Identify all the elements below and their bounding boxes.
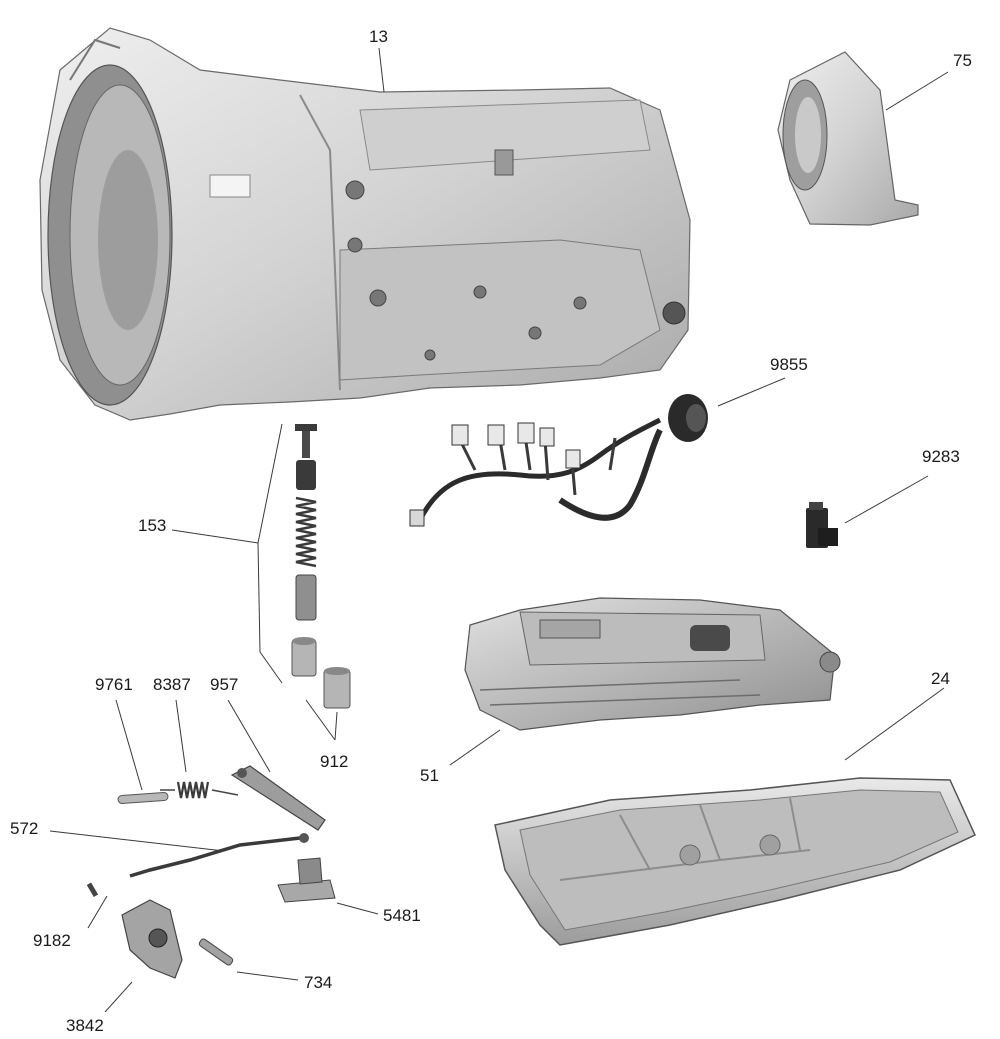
sleeves-912: [291, 637, 351, 709]
valve-spring-assembly: [295, 424, 317, 621]
callout-153: 153: [138, 516, 166, 535]
leader-lines: [49, 47, 949, 1013]
transmission-case: [39, 27, 691, 421]
callout-13: 13: [369, 27, 388, 46]
detent-plate-3842: [121, 899, 183, 979]
pin-9182: [86, 882, 99, 898]
valve-body: [464, 597, 841, 731]
spring-8387: [160, 781, 239, 799]
callout-9182: 9182: [33, 931, 71, 950]
callout-9283: 9283: [922, 447, 960, 466]
callout-9855: 9855: [770, 355, 808, 374]
callout-51: 51: [420, 766, 439, 785]
sensor-9283: [806, 502, 838, 548]
callout-8387: 8387: [153, 675, 191, 694]
callout-9761: 9761: [95, 675, 133, 694]
pin-9761: [117, 792, 169, 804]
callout-75: 75: [953, 51, 972, 70]
extension-housing: [777, 51, 919, 226]
lever-957: [230, 765, 326, 831]
wiring-harness: [409, 394, 708, 527]
callout-957: 957: [210, 675, 238, 694]
callout-labels: 13 75 9855 9283 153 24 9761 8387 957 912…: [10, 27, 972, 1035]
callout-912: 912: [320, 752, 348, 771]
pin-734: [198, 938, 234, 966]
callout-572: 572: [10, 819, 38, 838]
callout-734: 734: [304, 973, 332, 992]
rod-572: [129, 833, 309, 878]
callout-24: 24: [931, 669, 950, 688]
callout-5481: 5481: [383, 906, 421, 925]
bracket-5481: [277, 857, 336, 903]
oil-pan: [494, 777, 976, 946]
callout-3842: 3842: [66, 1016, 104, 1035]
